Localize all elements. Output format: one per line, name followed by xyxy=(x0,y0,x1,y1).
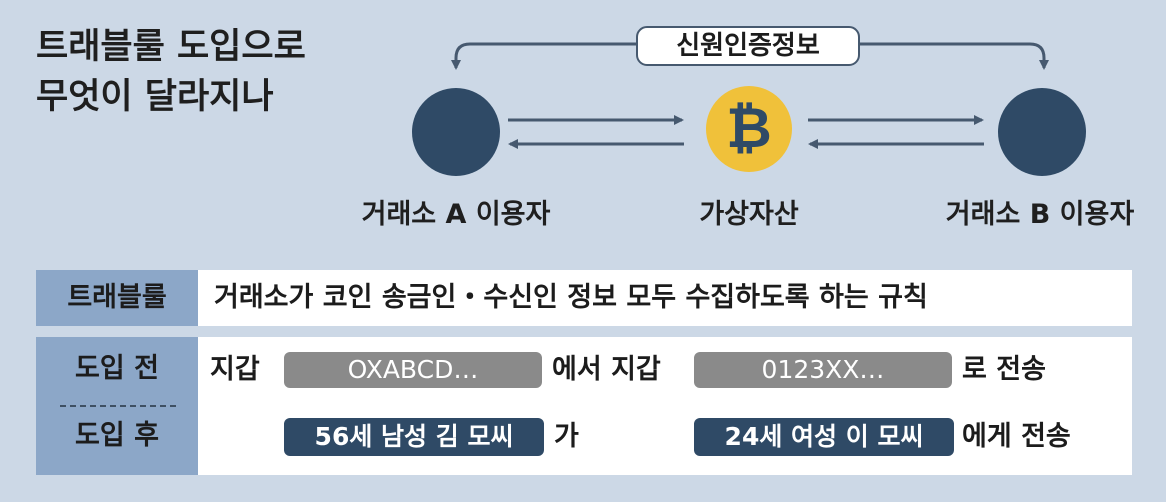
page-title: 트래블룰 도입으로 무엇이 달라지나 xyxy=(36,22,306,122)
node-a-circle xyxy=(412,88,500,176)
after-label: 도입 후 xyxy=(75,420,159,451)
after-suffix: 에게 전송 xyxy=(962,421,1071,452)
before-label: 도입 전 xyxy=(75,353,159,384)
info-arrow-left xyxy=(451,42,636,70)
node-a-label: 거래소 A 이용자 xyxy=(361,199,551,230)
from-wallet-pill: OXABCD… xyxy=(284,352,542,388)
transfer-flow-diagram xyxy=(412,42,1086,176)
definition-text: 거래소가 코인 송금인・수신인 정보 모두 수집하도록 하는 규칙 xyxy=(198,270,1132,326)
before-prefix: 지갑 xyxy=(210,354,260,385)
to-wallet-pill: 0123XX… xyxy=(694,352,952,388)
node-b-circle xyxy=(998,88,1086,176)
bitcoin-coin xyxy=(706,86,792,172)
asset-label: 가상자산 xyxy=(699,199,799,230)
row-divider xyxy=(60,405,176,407)
info-arrow-right xyxy=(860,42,1049,70)
receiver-pill: 24세 여성 이 모씨 xyxy=(694,418,954,456)
bitcoin-icon: ₿ xyxy=(726,96,772,161)
node-b-label: 거래소 B 이용자 xyxy=(945,199,1135,230)
title-line-2: 무엇이 달라지나 xyxy=(36,77,274,117)
title-line-1: 트래블룰 도입으로 xyxy=(36,27,306,67)
sender-pill: 56세 남성 김 모씨 xyxy=(284,418,544,456)
before-middle: 에서 지갑 xyxy=(552,354,661,385)
after-middle: 가 xyxy=(554,421,579,452)
before-suffix: 로 전송 xyxy=(962,354,1046,385)
identity-info-tag: 신원인증정보 xyxy=(636,26,860,66)
definition-label: 트래블룰 xyxy=(36,270,198,326)
